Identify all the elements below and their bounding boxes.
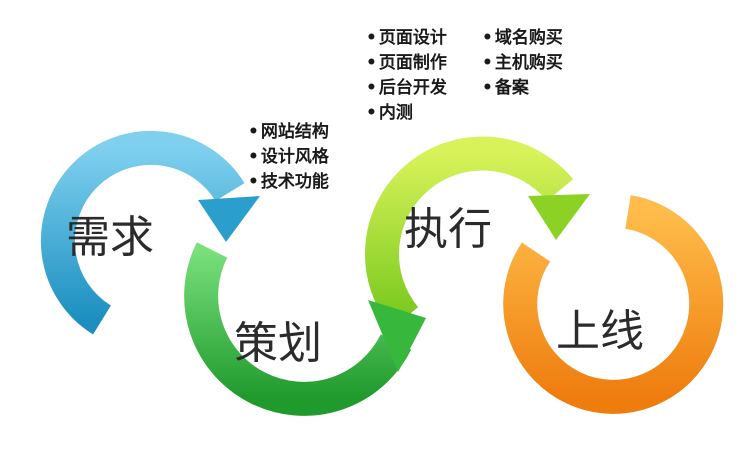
execution-note-item: 页面设计 xyxy=(366,26,447,51)
execution-note-item: 主机购买 xyxy=(482,51,563,76)
execution-note-item: 内测 xyxy=(366,101,447,126)
requirement-arrowhead xyxy=(198,196,260,242)
planning-note-item: 设计风格 xyxy=(248,145,329,170)
execution-notes-left: 页面设计 页面制作 后台开发 内测 xyxy=(366,26,447,126)
execution-arrowhead xyxy=(528,194,590,240)
planning-note-item: 技术功能 xyxy=(248,170,329,195)
requirement-arc xyxy=(40,130,260,335)
execution-arc xyxy=(365,136,590,329)
execution-notes-right: 域名购买 主机购买 备案 xyxy=(482,26,563,101)
execution-note-item: 页面制作 xyxy=(366,51,447,76)
stage-label-planning: 策划 xyxy=(234,318,322,369)
execution-note-item: 后台开发 xyxy=(366,76,447,101)
planning-arrowhead xyxy=(368,300,426,372)
stage-label-execution: 执行 xyxy=(404,204,492,255)
execution-note-item: 备案 xyxy=(482,76,563,101)
planning-note-item: 网站结构 xyxy=(248,120,329,145)
execution-note-item: 域名购买 xyxy=(482,26,563,51)
launch-arc xyxy=(503,195,724,414)
stage-label-launch: 上线 xyxy=(556,306,644,357)
planning-arc xyxy=(184,242,426,416)
stage-label-requirement: 需求 xyxy=(66,212,154,263)
planning-notes: 网站结构 设计风格 技术功能 xyxy=(248,120,329,195)
